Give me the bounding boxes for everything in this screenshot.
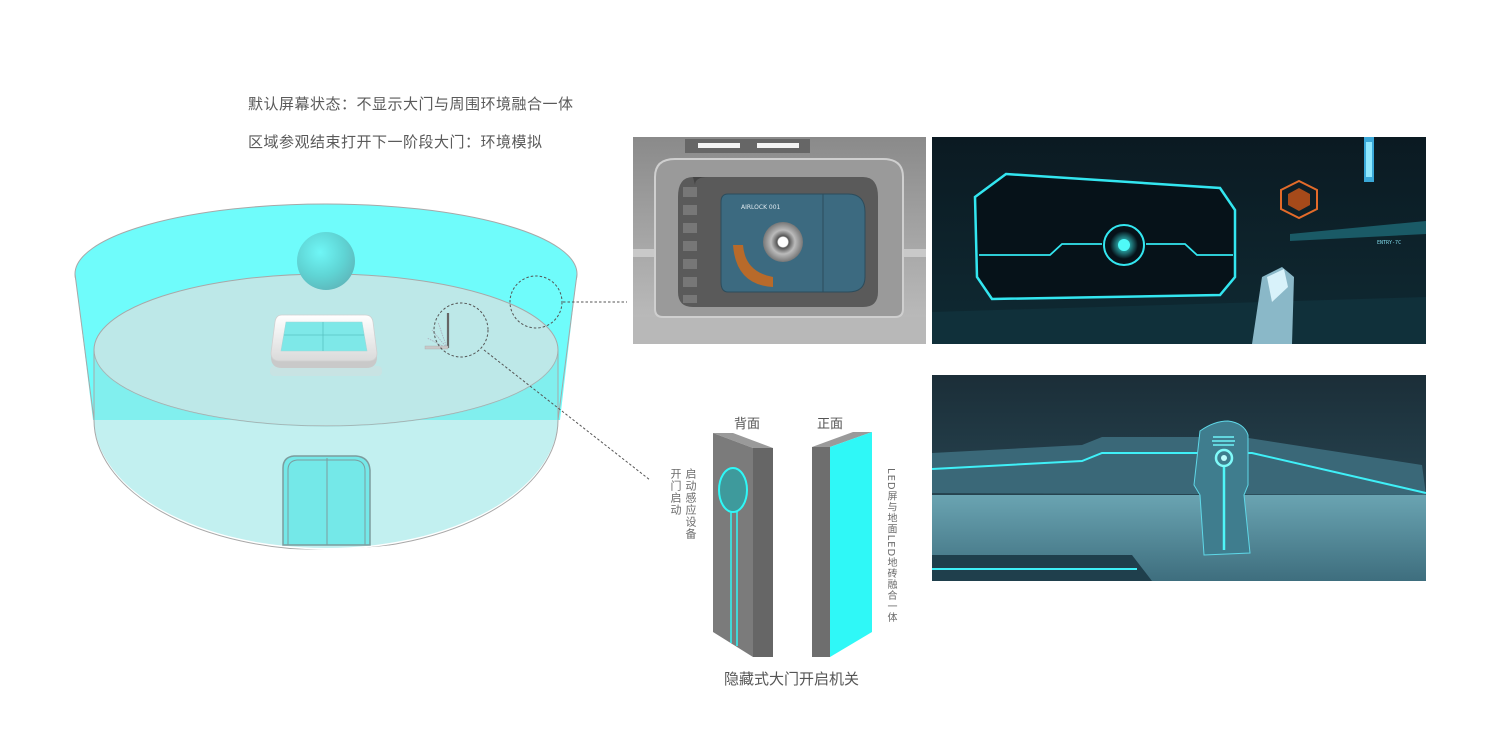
sensor-pad: [718, 467, 748, 513]
photo-vault-door: AIRLOCK 001: [633, 137, 926, 344]
hud-entry-text: ENTRY-7C: [1377, 240, 1401, 246]
note-led-integration: LED屏与地面LED地砖融合一体: [885, 468, 896, 624]
door-label-text: AIRLOCK 001: [741, 204, 781, 211]
pillar-front: [812, 432, 872, 657]
label-front-face: 正面: [817, 417, 844, 432]
note-open-door-start: 启动感应设备: [684, 468, 697, 540]
leader-line-to-pillars: [483, 349, 651, 481]
note-start-sensor: 开门启动: [669, 468, 682, 516]
callout-circle-switch: [433, 302, 489, 358]
note-open-next-door: 区域参观结束打开下一阶段大门：环境模拟: [248, 133, 543, 151]
note-default-state: 默认屏幕状态：不显示大门与周围环境融合一体: [248, 95, 574, 113]
door-switch-lever: [424, 313, 450, 350]
hidden-door: [282, 455, 371, 546]
pillar-back: [713, 433, 773, 657]
floating-sphere: [297, 232, 355, 290]
cylinder-front-wall: [94, 350, 558, 548]
led-screen-face: [830, 432, 872, 657]
photo-neon-door: ENTRY-7C: [932, 137, 1426, 344]
callout-circle-wall: [509, 275, 563, 329]
photo-switch-console: [932, 375, 1426, 581]
floor-screen-table: [270, 314, 382, 376]
mechanism-title: 隐藏式大门开启机关: [724, 670, 860, 688]
label-back-face: 背面: [734, 417, 761, 432]
